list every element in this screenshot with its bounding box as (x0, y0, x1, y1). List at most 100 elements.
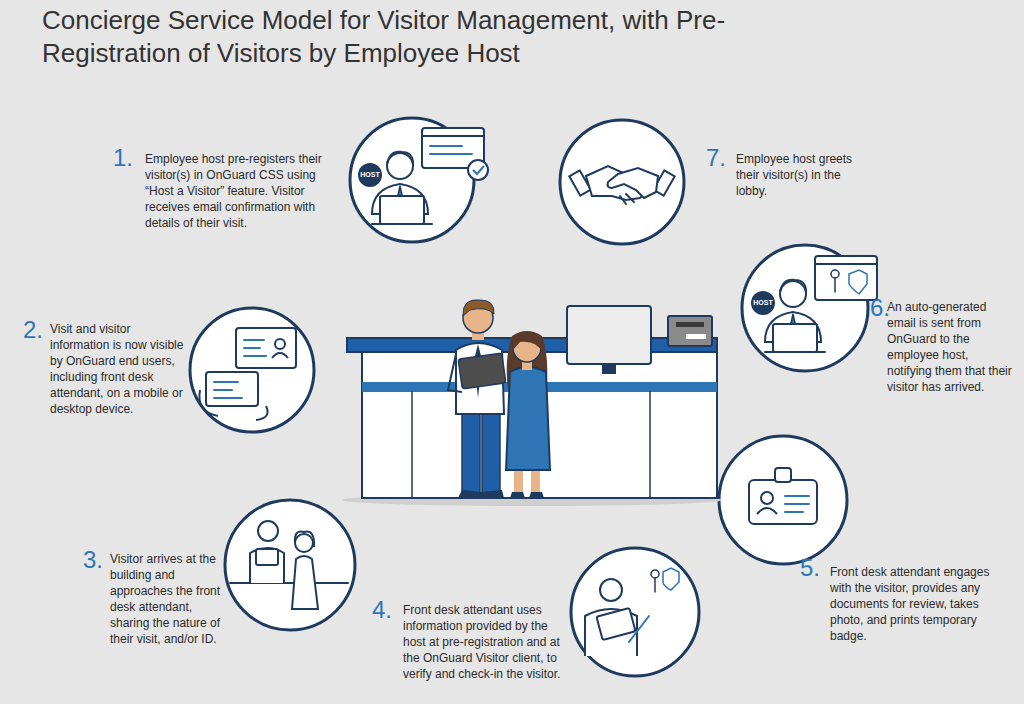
step-icon (190, 308, 314, 432)
tablet (256, 549, 278, 565)
shoe (480, 490, 504, 498)
step-circle (225, 500, 355, 630)
user-icon (275, 339, 285, 349)
host-badge (751, 291, 775, 315)
step-number: 5. (800, 556, 820, 580)
icon-line (230, 582, 348, 584)
hair (295, 531, 314, 547)
user-icon (272, 353, 288, 358)
host-badge-text: HOST (752, 298, 774, 308)
hand (199, 390, 218, 416)
step-number: 3. (83, 548, 103, 572)
hair (463, 300, 494, 316)
icon-line (626, 194, 634, 202)
icon-line (620, 196, 626, 204)
step-description: Visitor arrives at the building and appr… (110, 552, 222, 648)
step-description: An auto-generated email is sent from OnG… (887, 300, 1015, 396)
icon-line (372, 223, 432, 225)
icon-line (214, 389, 232, 391)
printer-light (686, 334, 706, 339)
icon-line (649, 392, 651, 498)
icon-line (834, 278, 836, 292)
diagram-title: Concierge Service Model for Visitor Mana… (42, 4, 822, 69)
shield (849, 270, 867, 294)
step-icon (225, 500, 355, 630)
printer-slot (676, 322, 704, 327)
icon-line (422, 135, 484, 137)
shoe (510, 492, 525, 498)
step-icon (560, 120, 684, 244)
step-number: 4. (372, 598, 392, 622)
icon-line (244, 355, 266, 357)
step-number: 1. (113, 146, 133, 170)
icon-line (765, 351, 825, 353)
step-circle (571, 548, 699, 676)
desktop-screen (236, 328, 296, 368)
hair (387, 152, 413, 166)
badge-clip (775, 468, 791, 482)
icon-line (244, 339, 264, 341)
attendant-figure (448, 300, 506, 498)
person-head (258, 521, 278, 541)
dress (506, 367, 550, 470)
step-number: 7. (706, 146, 726, 170)
hair (780, 280, 806, 294)
trousers (482, 412, 500, 496)
step-description: Front desk attendant engages with the vi… (830, 565, 1010, 645)
person-body (585, 609, 637, 656)
step-description: Employee host pre-registers their visito… (145, 152, 340, 232)
person-body (250, 548, 284, 583)
monitor (567, 306, 651, 364)
front-desk-scene (342, 300, 722, 506)
badge-photo (761, 492, 773, 504)
id-badge (749, 480, 817, 524)
icon-line (430, 153, 472, 155)
hair (513, 332, 543, 352)
arm (448, 354, 462, 392)
laptop (380, 196, 424, 224)
check-circle (468, 160, 488, 180)
icon-line (785, 511, 803, 513)
shoe (458, 490, 482, 498)
step-number: 2. (23, 318, 43, 342)
icon-line (411, 392, 413, 498)
icon-line (214, 381, 238, 383)
step-icon (742, 245, 877, 371)
icon-line (430, 145, 462, 147)
person-head (295, 534, 313, 552)
step-circle (190, 308, 314, 432)
icon-line (785, 495, 809, 497)
step-description: Front desk attendant uses information pr… (403, 603, 568, 683)
tablet (596, 608, 635, 640)
hand (608, 168, 659, 198)
icon-line (244, 347, 260, 349)
host-badge (358, 163, 382, 187)
icon-line (214, 397, 242, 399)
check-mark (473, 166, 484, 174)
badge-photo (757, 508, 777, 514)
step-circle (560, 120, 684, 244)
icon-line (629, 616, 649, 642)
step-description: Employee host greets their visitor(s) in… (736, 152, 871, 200)
visitor-icon (831, 270, 839, 278)
trousers (462, 412, 480, 496)
monitor-stand (602, 364, 616, 374)
step-icon (571, 548, 699, 676)
email-window (815, 256, 877, 300)
visitor-icon (651, 570, 659, 578)
icon-line (654, 578, 656, 592)
icon-line (815, 263, 877, 265)
step-icon (719, 436, 847, 564)
person-head (600, 579, 622, 601)
mobile-screen (206, 372, 258, 406)
shield (663, 568, 679, 590)
host-badge-text: HOST (359, 170, 381, 180)
visitor-figure (506, 331, 550, 498)
step-description: Visit and visitor information is now vis… (50, 322, 188, 418)
step-circle (719, 436, 847, 564)
desk-front (362, 350, 717, 498)
laptop (773, 324, 817, 352)
visitor-body (292, 556, 318, 609)
shoe (529, 492, 544, 498)
tablet (458, 353, 506, 389)
